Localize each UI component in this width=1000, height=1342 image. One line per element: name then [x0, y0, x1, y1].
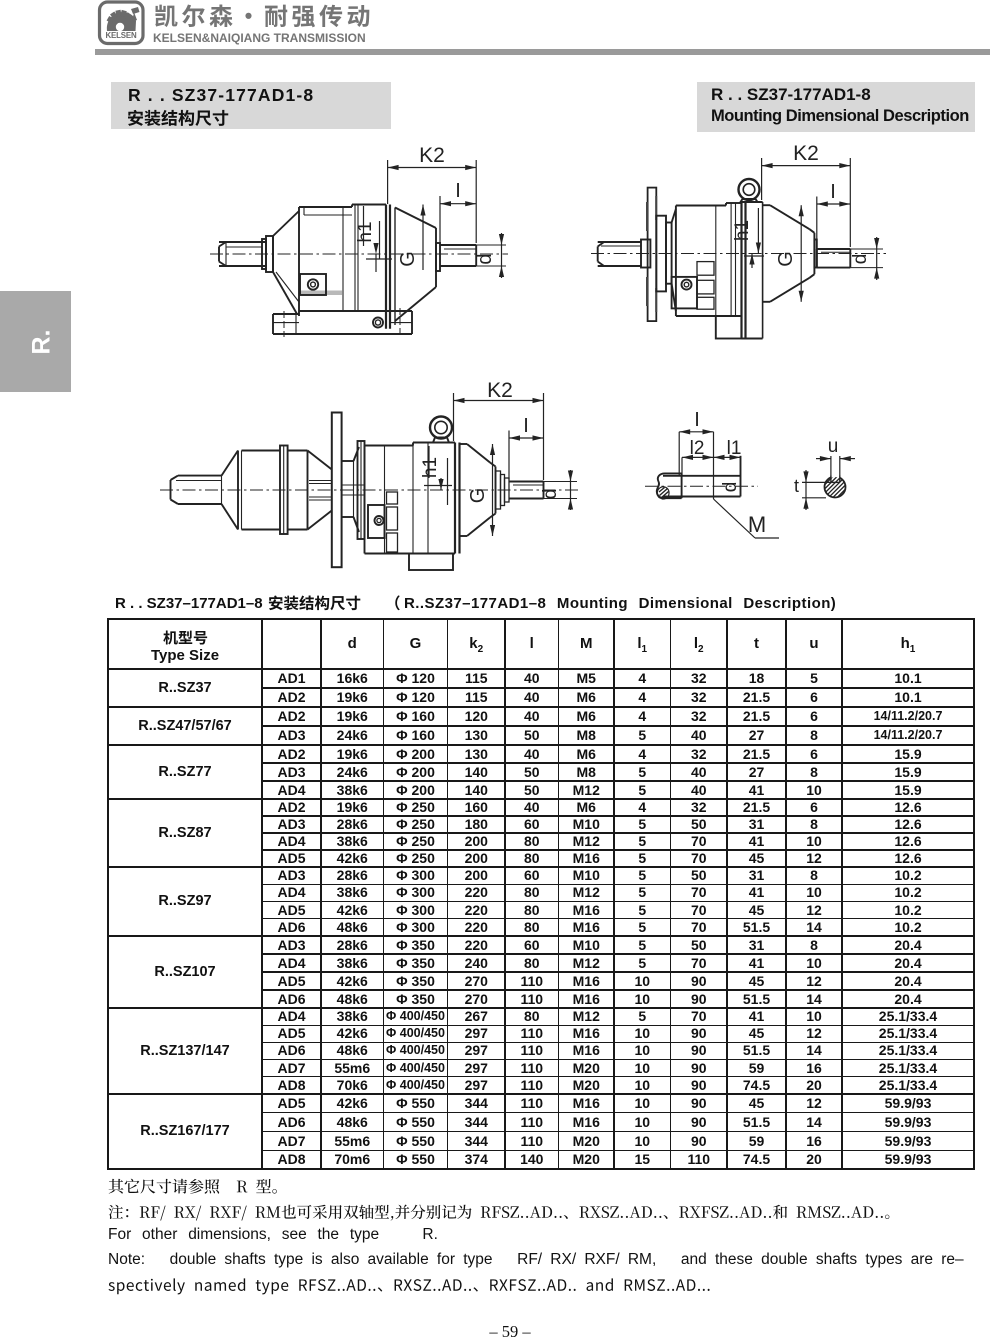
- svg-text:G: G: [467, 488, 489, 504]
- svg-text:I: I: [523, 415, 529, 437]
- svg-text:KELSEN: KELSEN: [105, 31, 137, 40]
- svg-text:d: d: [720, 482, 741, 493]
- svg-text:h1: h1: [732, 220, 753, 241]
- svg-text:G: G: [397, 251, 419, 267]
- svg-text:l2: l2: [690, 438, 705, 459]
- svg-text:I: I: [694, 409, 700, 431]
- svg-text:d: d: [850, 254, 871, 265]
- svg-text:d: d: [540, 489, 561, 500]
- svg-text:l1: l1: [727, 438, 742, 459]
- svg-text:h1: h1: [355, 221, 376, 242]
- svg-text:t: t: [794, 476, 799, 496]
- svg-text:K2: K2: [793, 142, 819, 165]
- svg-text:h1: h1: [420, 457, 441, 478]
- svg-text:G: G: [775, 251, 797, 267]
- svg-text:d: d: [474, 253, 496, 264]
- svg-text:u: u: [828, 436, 839, 457]
- svg-text:K2: K2: [419, 144, 445, 167]
- svg-text:M: M: [748, 512, 766, 537]
- svg-text:I: I: [455, 180, 461, 202]
- svg-text:I: I: [830, 181, 836, 203]
- svg-text:K2: K2: [487, 379, 513, 402]
